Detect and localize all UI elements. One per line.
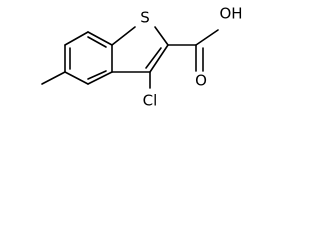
chlorine-label: Cl bbox=[143, 92, 158, 110]
bond-c3a-c4 bbox=[87, 71, 113, 85]
double-bond-c3a-c4-inner bbox=[87, 70, 107, 80]
bond-c2-c3 bbox=[149, 44, 169, 73]
carbonyl-oxygen-label: O bbox=[195, 72, 207, 90]
structure-canvas: S OH O Cl bbox=[0, 0, 248, 124]
chemical-structure-diagram: S OH O Cl bbox=[41, 5, 243, 110]
bond-carboxyl-oh bbox=[195, 29, 219, 46]
bond-c7a-s bbox=[111, 26, 136, 46]
bond-c5-methyl bbox=[41, 71, 66, 85]
bond-s-c2 bbox=[154, 26, 169, 46]
hydroxyl-label: OH bbox=[219, 5, 242, 23]
bond-c7-c7a bbox=[87, 31, 113, 46]
double-bond-c2-c3-inner bbox=[145, 47, 162, 69]
bond-c4-c5 bbox=[64, 71, 89, 85]
sulfur-label: S bbox=[140, 9, 150, 27]
bond-c6-c7 bbox=[64, 31, 89, 46]
double-bond-c7-c7a-inner bbox=[87, 36, 107, 48]
